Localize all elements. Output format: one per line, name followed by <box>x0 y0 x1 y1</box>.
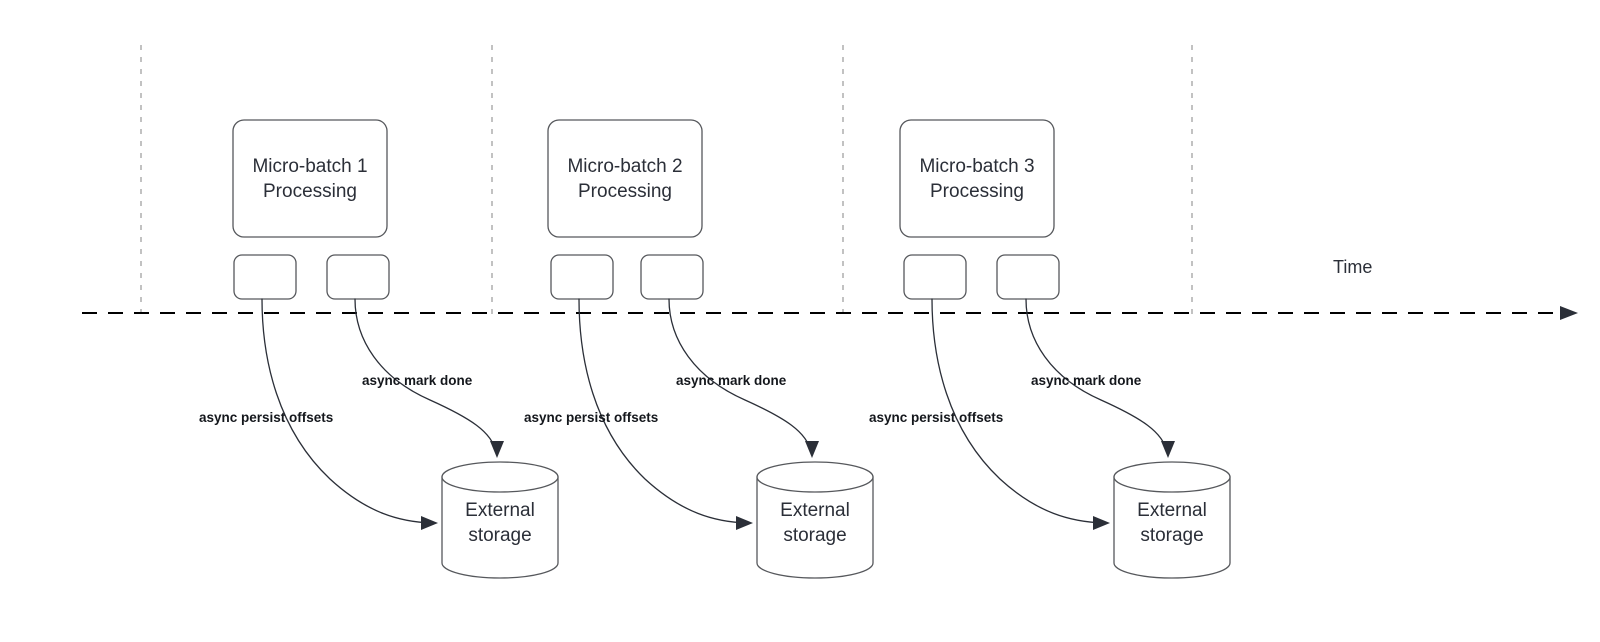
diagram-connectors <box>261 298 1175 530</box>
flow-mark-done-1 <box>354 298 497 453</box>
flow-mark-done-1-arrowhead <box>490 441 504 458</box>
flow-label-mark-done-1: async mark done <box>362 373 473 388</box>
external-storage-1-body <box>441 476 559 579</box>
flow-label-mark-done-2: async mark done <box>676 373 787 388</box>
flow-label-persist-offsets-3: async persist offsets <box>869 410 1004 425</box>
micro-batch-3-persist-offsets-task[interactable] <box>903 254 967 300</box>
flow-label-persist-offsets-1: async persist offsets <box>199 410 334 425</box>
micro-batch-1-box[interactable] <box>232 119 388 238</box>
external-storage-2-top[interactable] <box>756 461 874 493</box>
time-axis-arrowhead <box>1560 306 1578 320</box>
micro-batch-2-persist-offsets-task[interactable] <box>550 254 614 300</box>
flow-persist-offsets-3 <box>931 298 1105 524</box>
external-storage-3-top[interactable] <box>1113 461 1231 493</box>
micro-batch-3-mark-done-task[interactable] <box>996 254 1060 300</box>
diagram-shapes <box>232 119 1231 579</box>
flow-label-mark-done-3: async mark done <box>1031 373 1142 388</box>
flow-persist-offsets-1-arrowhead <box>421 516 438 530</box>
external-storage-3-body <box>1113 476 1231 579</box>
time-axis-label: Time <box>1333 257 1373 277</box>
micro-batch-1-mark-done-task[interactable] <box>326 254 390 300</box>
micro-batch-2-mark-done-task[interactable] <box>640 254 704 300</box>
flow-persist-offsets-2-arrowhead <box>736 516 753 530</box>
flow-mark-done-2-arrowhead <box>805 441 819 458</box>
timeline-boundary-gridlines <box>140 45 1193 318</box>
flow-mark-done-3 <box>1025 298 1168 453</box>
flow-mark-done-3-arrowhead <box>1161 441 1175 458</box>
flow-mark-done-2 <box>668 298 812 453</box>
flow-persist-offsets-1 <box>261 298 433 524</box>
flow-persist-offsets-2 <box>578 298 748 524</box>
flow-persist-offsets-3-arrowhead <box>1093 516 1110 530</box>
external-storage-1-top[interactable] <box>441 461 559 493</box>
time-axis <box>82 306 1578 320</box>
flow-label-persist-offsets-2: async persist offsets <box>524 410 659 425</box>
external-storage-2-body <box>756 476 874 579</box>
micro-batch-3-box[interactable] <box>899 119 1055 238</box>
micro-batch-1-persist-offsets-task[interactable] <box>233 254 297 300</box>
micro-batch-2-box[interactable] <box>547 119 703 238</box>
